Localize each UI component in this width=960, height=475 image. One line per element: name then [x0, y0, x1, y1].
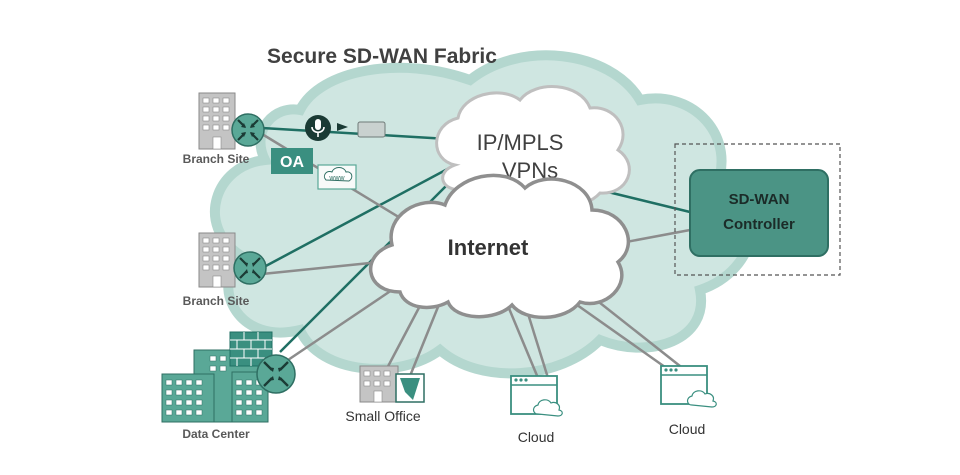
diagram-title: Secure SD-WAN Fabric: [267, 45, 497, 68]
cloud-site-1[interactable]: Cloud: [510, 375, 563, 445]
sdwan-controller[interactable]: SD-WAN Controller: [674, 143, 841, 276]
security-appliance-icon: [395, 373, 425, 403]
arrow-icon: [337, 123, 348, 131]
cloud-icon: [686, 390, 717, 408]
link-office-internet-b: [408, 301, 442, 377]
link-branch-mid-mpls: [261, 163, 456, 270]
data-center-windows: [165, 355, 263, 416]
www-label: www: [328, 175, 345, 182]
cloud-site-2-label: Cloud: [669, 421, 706, 437]
appliance-icon: [357, 121, 386, 138]
oa-badge: OA: [271, 148, 313, 174]
www-icon: www: [317, 164, 357, 190]
router-icon: [231, 113, 265, 147]
link-cloud1-internet-a: [506, 305, 540, 379]
internet-cloud: Internet: [368, 173, 631, 320]
internet-label: Internet: [448, 235, 529, 260]
microphone-icon: [305, 115, 331, 141]
router-icon: [233, 251, 267, 285]
oa-badge-label: OA: [280, 154, 304, 171]
router-icon: [256, 354, 296, 394]
building-icon: [198, 232, 236, 288]
small-office[interactable]: Small Office: [345, 365, 425, 424]
controller-label-line2: Controller: [723, 216, 795, 233]
cloud-site-1-label: Cloud: [518, 429, 555, 445]
building-icon: [198, 92, 236, 150]
branch-site-top-label: Branch Site: [183, 152, 250, 166]
branch-site-mid[interactable]: Branch Site: [183, 232, 267, 308]
cloud-icon: [532, 399, 563, 417]
link-dc-internet: [284, 288, 393, 364]
branch-site-mid-label: Branch Site: [183, 294, 250, 308]
link-branch-mid-internet: [261, 260, 381, 276]
link-cloud2-internet-a: [569, 298, 673, 374]
controller-box[interactable]: [689, 169, 829, 257]
link-office-internet-a: [382, 301, 424, 375]
building-icon: [359, 365, 399, 403]
link-cloud2-internet-b: [589, 294, 686, 371]
controller-dashed-frame: [674, 143, 841, 276]
small-office-label: Small Office: [345, 408, 420, 424]
data-center-label: Data Center: [182, 427, 250, 441]
controller-label-line1: SD-WAN: [729, 191, 790, 208]
mpls-label-line1: IP/MPLS: [477, 130, 564, 155]
branch-site-top[interactable]: Branch Site: [183, 92, 265, 166]
cloud-site-2[interactable]: Cloud: [660, 365, 717, 437]
data-center[interactable]: Data Center: [161, 331, 296, 441]
link-mpls-controller: [607, 190, 691, 214]
